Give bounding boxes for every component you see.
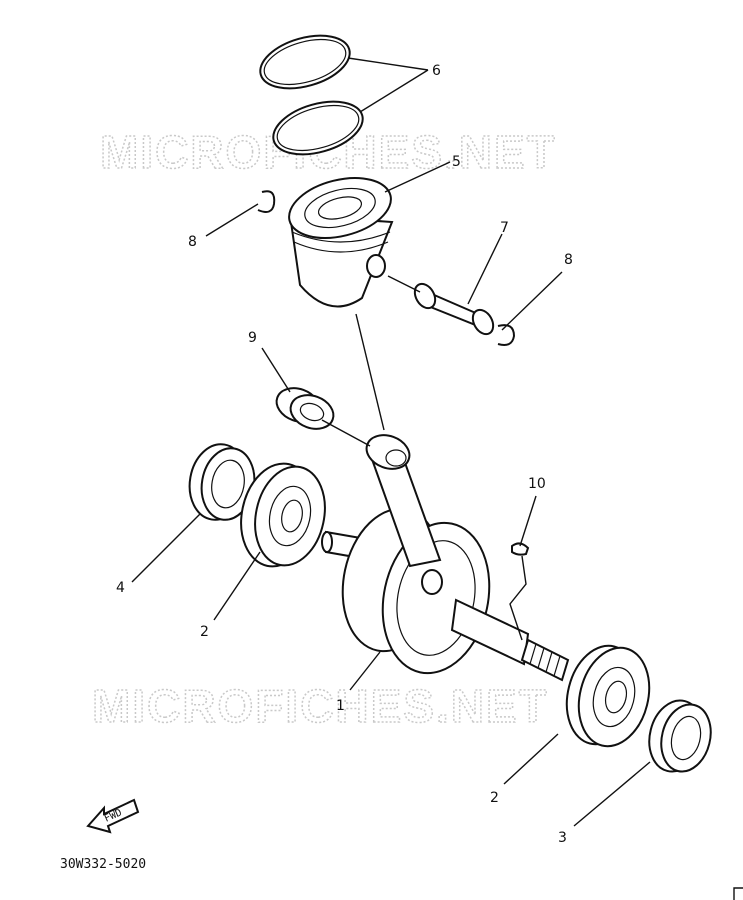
piston — [288, 177, 394, 308]
fwd-arrow-icon: FWD — [86, 798, 140, 834]
callout-7: 7 — [500, 220, 509, 236]
oil-seal-right — [648, 699, 712, 773]
oil-seal-left — [188, 443, 256, 521]
corner-mark — [733, 887, 743, 900]
callout-2-right: 2 — [490, 790, 499, 806]
watermark-bottom: MICROFICHES.NET — [92, 680, 549, 732]
callout-3: 3 — [558, 830, 567, 846]
callout-2-left: 2 — [200, 624, 209, 640]
callout-8-right: 8 — [564, 252, 573, 268]
callout-9: 9 — [248, 330, 257, 346]
bearing-left — [240, 462, 326, 568]
bearing-right — [565, 644, 651, 748]
piston-pin — [413, 282, 495, 336]
leader-lines — [131, 57, 651, 827]
callout-6: 6 — [432, 63, 441, 79]
callout-10: 10 — [528, 476, 546, 492]
callout-5: 5 — [452, 154, 461, 170]
crankshaft — [321, 434, 570, 682]
diagram-code: 30W332-5020 — [60, 857, 146, 872]
callout-1: 1 — [336, 698, 345, 714]
circlip-left — [257, 190, 276, 213]
needle-bearing — [275, 387, 335, 430]
piston-rings — [259, 34, 364, 156]
woodruff-key — [511, 542, 530, 556]
callout-8-left: 8 — [188, 234, 197, 250]
circlip-right — [497, 324, 516, 346]
callout-4: 4 — [116, 580, 125, 596]
